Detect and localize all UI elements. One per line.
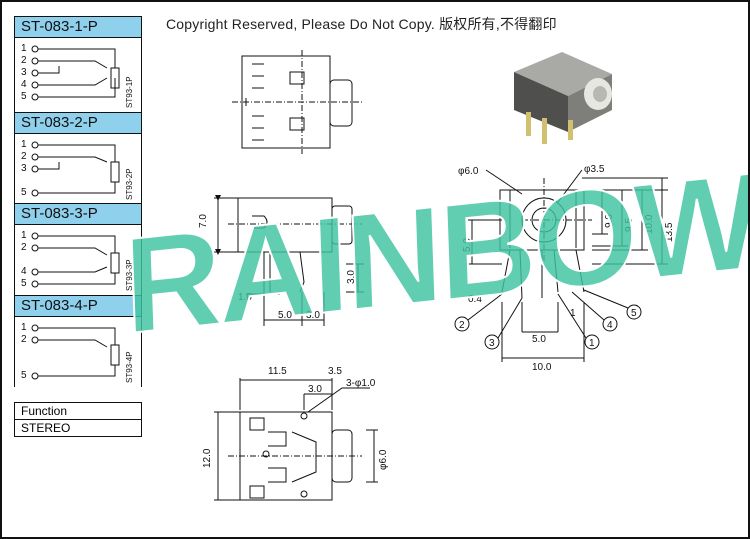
variant-title: ST-083-2-P bbox=[15, 113, 141, 134]
callout-label: 1 bbox=[589, 338, 595, 349]
dim-label: φ6.0 bbox=[458, 166, 479, 177]
bottom-view-labels: 11.5 3.5 3.0 3-φ1.0 12.0 φ6.0 bbox=[202, 366, 389, 470]
variant-title: ST-083-4-P bbox=[15, 296, 141, 317]
callout-label: 5 bbox=[631, 308, 637, 319]
side-view bbox=[214, 195, 364, 326]
top-view bbox=[232, 50, 362, 154]
dim-label: 10.0 bbox=[532, 362, 552, 373]
variant-st-083-3-p: ST-083-3-P 1 2 4 5 ST93-3P bbox=[14, 203, 142, 296]
dim-label: 3.0 bbox=[308, 384, 322, 395]
pin-label: 3 bbox=[21, 163, 27, 174]
dim-label: 5.0 bbox=[278, 310, 292, 321]
pin-label: 1 bbox=[21, 230, 27, 241]
dim-label: 3.0 bbox=[346, 270, 357, 284]
dim-label: 11.5 bbox=[268, 366, 287, 377]
pin-label: 1 bbox=[21, 139, 27, 150]
copyright-notice: Copyright Reserved, Please Do Not Copy. … bbox=[166, 16, 557, 32]
function-value: STEREO bbox=[21, 421, 71, 435]
pin-label: 2 bbox=[21, 242, 27, 253]
schematic-switch bbox=[31, 324, 120, 380]
variant-title: ST-083-3-P bbox=[15, 204, 141, 225]
pin-label: 3 bbox=[21, 67, 27, 78]
pin-label: 2 bbox=[21, 334, 27, 345]
watermark-text: RAINBOW bbox=[122, 143, 748, 362]
pin-label: 5 bbox=[21, 370, 27, 381]
dim-label: 3.0 bbox=[306, 310, 320, 321]
variant-st-083-1-p: ST-083-1-P 1 2 3 4 5 ST93-1P bbox=[14, 16, 142, 113]
dim-label: 3.5 bbox=[328, 366, 342, 377]
dim-label: 12.0 bbox=[202, 448, 213, 468]
dim-label: φ3.5 bbox=[584, 164, 605, 175]
dim-label: 5.0 bbox=[462, 238, 473, 252]
variant-title: ST-083-1-P bbox=[15, 17, 141, 38]
pin-label: 5 bbox=[21, 278, 27, 289]
side-view-labels: 7.0 3.0 1.0 5.0 3.0 bbox=[198, 214, 357, 321]
dim-label: 10.0 bbox=[644, 214, 655, 234]
dim-label: 9.5 bbox=[624, 218, 635, 232]
dim-label: 7.0 bbox=[198, 214, 209, 228]
dim-label: 3-φ1.0 bbox=[346, 378, 376, 389]
function-header: Function bbox=[15, 403, 141, 420]
dim-label: 9.0 bbox=[604, 214, 615, 228]
pin-label: 1 bbox=[21, 43, 27, 54]
variant-st-083-4-p: ST-083-4-P 1 2 5 ST93-4P bbox=[14, 295, 142, 388]
dim-label: φ6.0 bbox=[378, 449, 389, 470]
function-table: Function STEREO bbox=[14, 402, 142, 437]
pin-label: 5 bbox=[21, 91, 27, 102]
callout-label: 2 bbox=[459, 320, 465, 331]
pin-label: 4 bbox=[21, 266, 27, 277]
pin-label: 1 bbox=[21, 322, 27, 333]
dim-label: 13.5 bbox=[664, 222, 675, 242]
callout-label: 4 bbox=[607, 320, 613, 331]
pin-label: 2 bbox=[21, 151, 27, 162]
pin-label: 2 bbox=[21, 55, 27, 66]
dim-label: 0.4 bbox=[468, 294, 482, 305]
variant-st-083-2-p: ST-083-2-P 1 2 3 5 ST93-2P bbox=[14, 112, 142, 204]
pin-callout-labels: 2 3 1 4 5 bbox=[459, 308, 637, 349]
schematic-switch bbox=[31, 45, 120, 101]
schematic-switch bbox=[31, 141, 120, 197]
pin-callouts bbox=[454, 289, 642, 350]
schematic-switch bbox=[31, 232, 120, 288]
product-photo bbox=[514, 52, 612, 144]
dim-label: 5.0 bbox=[532, 334, 546, 345]
callout-label: 3 bbox=[489, 338, 495, 349]
pin-label: 5 bbox=[21, 187, 27, 198]
dim-label: 1 bbox=[570, 308, 576, 319]
front-view-labels: φ6.0 φ3.5 5.0 9.0 9.5 10.0 13.5 0.4 5.0 … bbox=[458, 164, 675, 373]
dim-label: 1.0 bbox=[238, 292, 252, 303]
pin-label: 4 bbox=[21, 79, 27, 90]
bottom-view bbox=[214, 378, 378, 501]
